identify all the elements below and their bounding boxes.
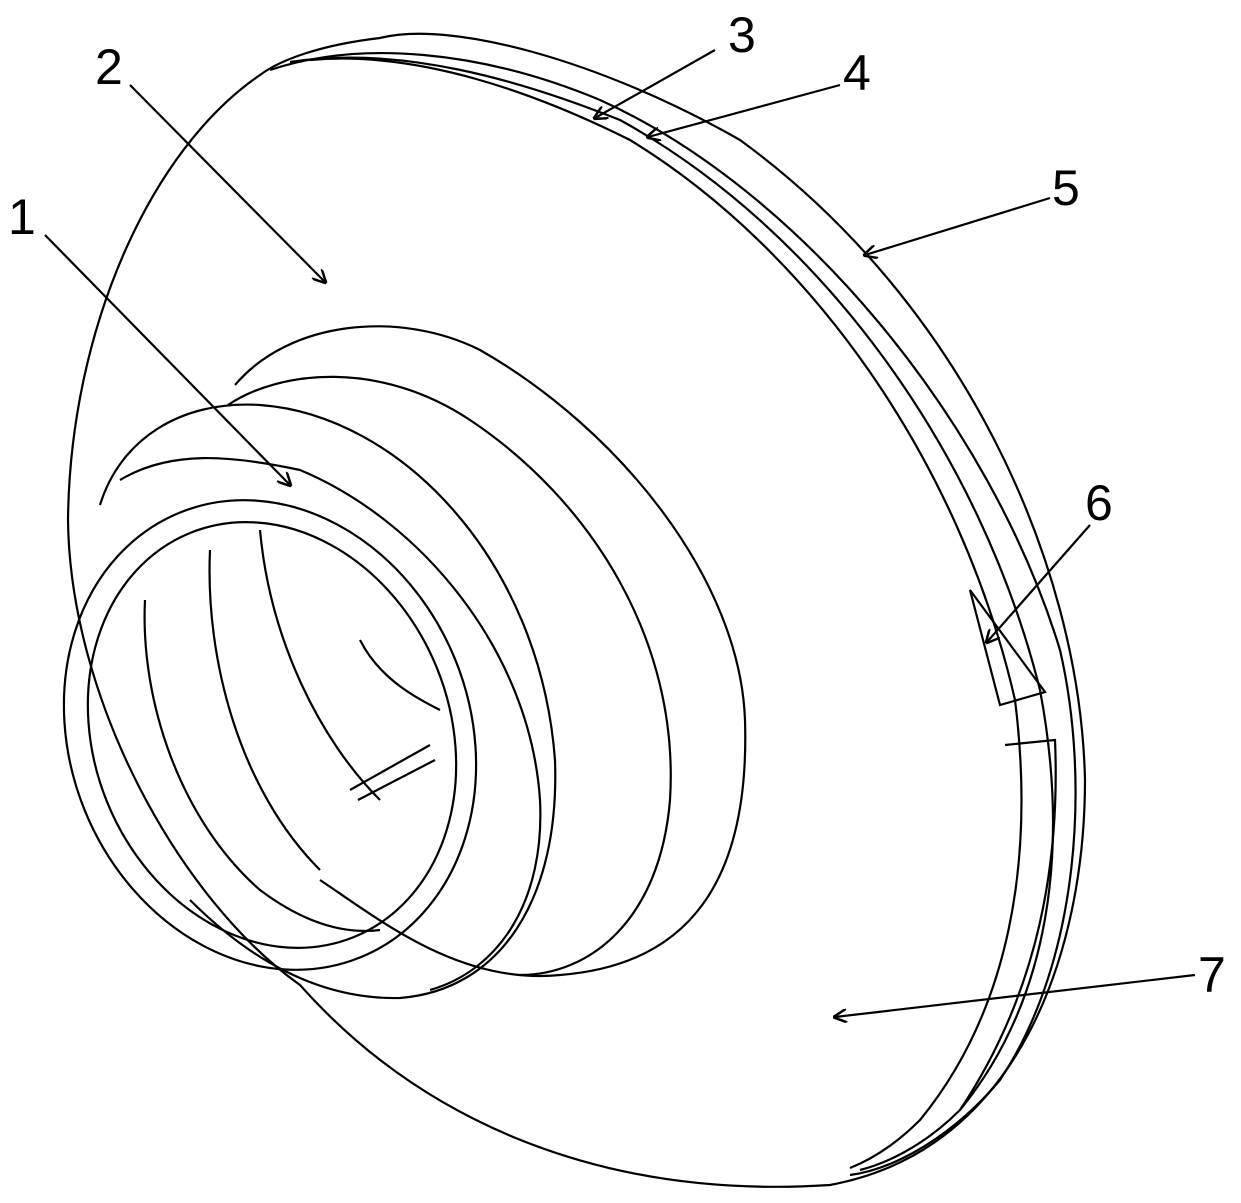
label-2: 2 [95, 39, 123, 95]
label-3: 3 [728, 7, 756, 63]
arrow-2 [129, 84, 325, 282]
arrow-7 [835, 973, 1196, 1017]
label-4: 4 [843, 45, 871, 101]
label-1: 1 [8, 189, 36, 245]
slot-6 [968, 589, 1047, 707]
arrow-4 [648, 83, 841, 137]
arrow-6 [987, 524, 1091, 642]
leader-arrows [44, 49, 1196, 1017]
hub [62, 325, 747, 1000]
label-6: 6 [1085, 475, 1113, 531]
outer-disk [66, 32, 1087, 1188]
arrow-3 [595, 49, 716, 118]
label-5: 5 [1052, 160, 1080, 216]
arrow-5 [865, 196, 1051, 255]
label-7: 7 [1198, 947, 1226, 1003]
arrow-1 [44, 234, 290, 485]
